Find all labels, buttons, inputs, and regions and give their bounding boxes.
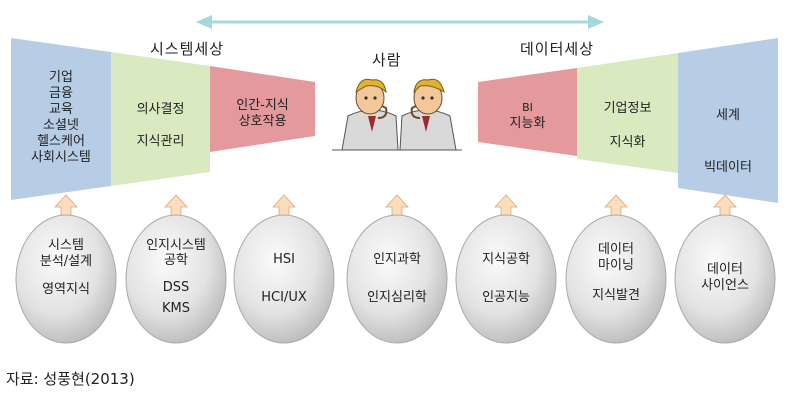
field-knowledge-eng: 지식공학 인공지능 [482,252,530,305]
field-ellipses [15,214,776,344]
left-funnel-outer [11,38,111,200]
field-cognitive-systems: 인지시스템 공학 DSS KMS [146,238,206,316]
right-funnel-outer [678,38,778,203]
data-world-label: 데이터세상 [520,40,595,58]
left-middle-label: 의사결정 지식관리 [136,102,185,149]
up-arrow-icon [54,194,737,217]
two-thinking-men-icon [332,78,462,151]
right-funnel-middle [577,53,678,173]
right-middle-label: 기업정보 지식화 [603,101,652,150]
double-arrow-icon [196,15,604,29]
person-label: 사람 [372,51,402,69]
right-outer-label: 세계 빅데이터 [704,108,752,175]
field-systems-analysis: 시스템 분석/설계 영역지식 [39,238,93,297]
left-inner-label: 인간-지식 상호작용 [236,98,289,129]
left-outer-label: 기업 금융 교육 소셜넷 헬스케어 사회시스템 [31,70,91,165]
right-inner-label: BI 지능화 [509,101,546,131]
right-funnel-inner [478,68,577,156]
field-data-science: 데이터 사이언스 [701,262,749,293]
field-hsi: HSI HCI/UX [261,252,307,305]
left-funnel-inner [210,66,315,152]
field-data-mining: 데이터 마이닝 지식발견 [592,242,640,303]
field-cognitive-science: 인지과학 인지심리학 [367,252,427,305]
left-funnel-middle [111,52,210,186]
system-world-label: 시스템세상 [150,40,225,58]
source-caption: 자료: 성풍현(2013) [6,370,135,388]
